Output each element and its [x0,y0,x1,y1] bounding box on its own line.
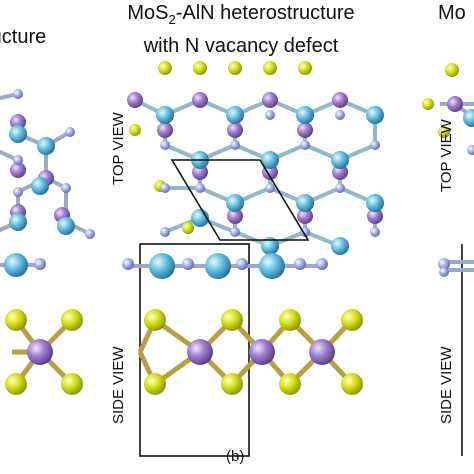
unit-cell-outline [170,159,310,241]
s-atom-group [144,309,363,395]
top-view-label-right: TOP VIEW [438,119,455,192]
left-side-view [0,253,83,395]
panel-label: (b) [226,448,245,465]
title-suffix: -AlN heterostructure [175,2,355,24]
n-atom [13,187,23,197]
n-atom [65,127,75,137]
title-subscript: 2 [168,12,176,27]
mo-atom-group [187,339,335,365]
s-atom-group [129,61,312,234]
center-top-view [127,61,384,255]
left-top-view [0,89,95,239]
n-atom [34,258,46,270]
al-atom [37,137,55,155]
n-atom-group [122,258,328,270]
s-atom [61,373,83,395]
right-panel-title: Mo [438,2,466,24]
side-view-label-right: SIDE VIEW [438,346,455,424]
n-atom [85,229,95,239]
mo-atom [27,339,53,365]
center-panel-title: MoS2-AlN heterostructure with N vacancy … [86,0,396,59]
al-atom [4,253,28,277]
n-atom [61,183,71,193]
s-atom [5,373,27,395]
s-atom [61,309,83,331]
title-line2: with N vacancy defect [143,35,339,57]
al-atom [31,177,49,195]
top-view-label: TOP VIEW [110,112,127,185]
al-atom-group [149,253,285,279]
center-side-view [122,243,363,457]
n-atom [13,89,23,99]
right-side-view [438,244,474,456]
al-atom [57,217,75,235]
mo-atom [10,162,26,178]
side-view-label: SIDE VIEW [110,346,127,424]
left-panel-title: ructure [0,26,47,48]
right-top-view [422,63,474,155]
title-prefix: MoS [127,2,169,24]
s-atom [5,309,27,331]
n-atom-group [160,110,380,237]
al-atom [9,213,27,231]
n-atom [13,155,23,165]
al-atom [9,125,27,143]
